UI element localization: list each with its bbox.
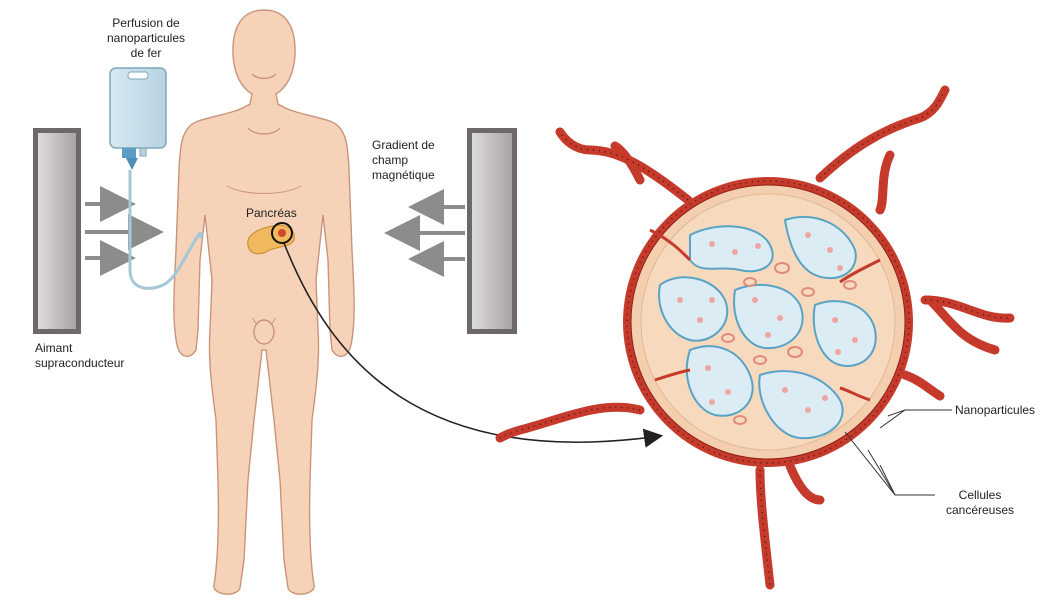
left-magnet: [33, 128, 81, 334]
label-nanoparticules: Nanoparticules: [955, 403, 1035, 418]
label-aimant-line-2: supraconducteur: [35, 356, 124, 371]
label-gradient-line-1: Gradient de: [372, 138, 435, 153]
label-gradient-line-2: champ: [372, 153, 435, 168]
label-cellules-line-2: cancéreuses: [935, 503, 1025, 518]
right-magnet: [467, 128, 517, 334]
label-pancreas: Pancréas: [246, 206, 297, 221]
label-perfusion-line-3: de fer: [96, 46, 196, 61]
label-perfusion-line-2: nanoparticules: [96, 31, 196, 46]
label-cellules: Cellules cancéreuses: [935, 488, 1025, 518]
human-body: [174, 10, 354, 594]
label-gradient-line-3: magnétique: [372, 168, 435, 183]
label-aimant: Aimant supraconducteur: [35, 341, 124, 371]
label-perfusion-line-1: Perfusion de: [96, 16, 196, 31]
field-arrows-right: [388, 207, 465, 259]
label-aimant-line-1: Aimant: [35, 341, 124, 356]
field-arrows-left: [85, 204, 160, 258]
label-perfusion: Perfusion de nanoparticules de fer: [96, 16, 196, 61]
label-gradient: Gradient de champ magnétique: [372, 138, 435, 183]
tumor-detail: [500, 90, 1010, 585]
label-cellules-line-1: Cellules: [935, 488, 1025, 503]
